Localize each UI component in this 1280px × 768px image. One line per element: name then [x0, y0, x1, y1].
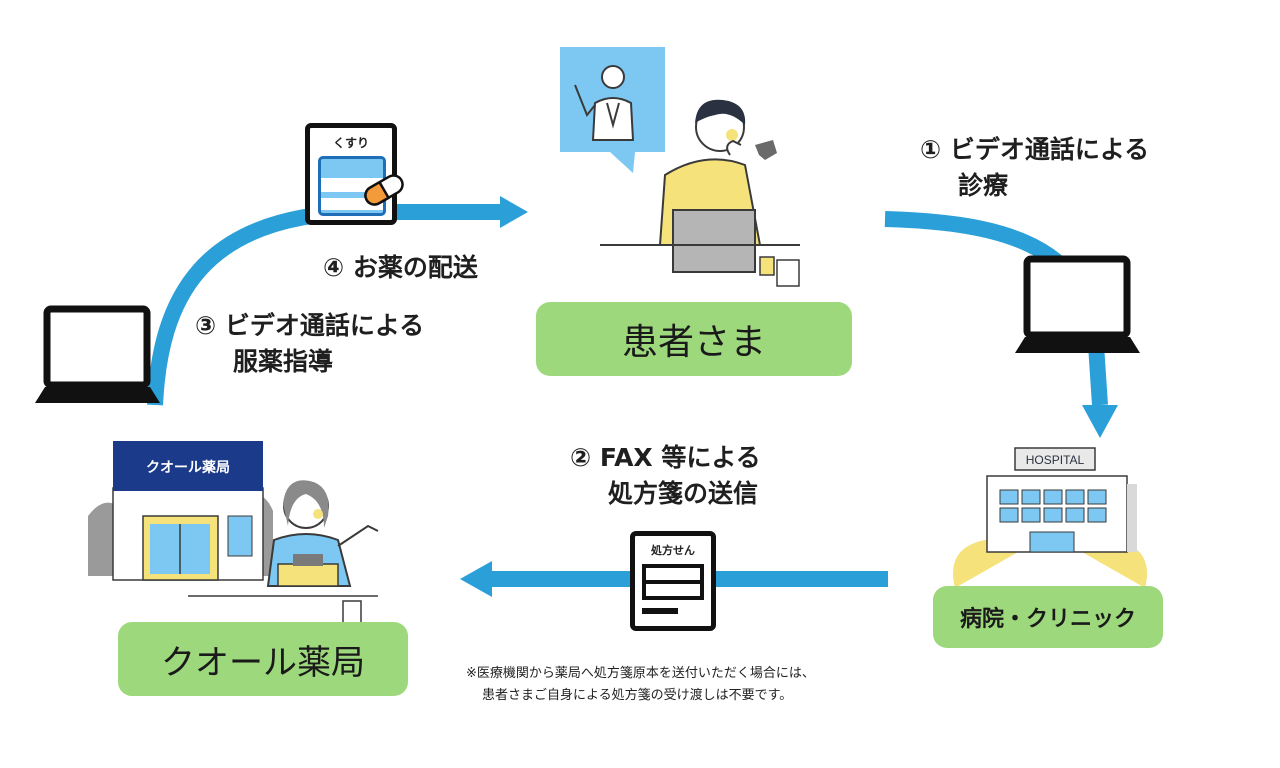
node-patient-label: 患者さま: [621, 322, 766, 363]
step4-text: ④ お薬の配送: [323, 253, 478, 282]
cough-mark: [755, 140, 777, 160]
patient-laptop: [672, 209, 756, 273]
prescription-card-label: 処方せん: [651, 544, 695, 557]
medicine-card-label: くすり: [332, 136, 369, 150]
pharmacy-signboard: [113, 441, 263, 491]
capsule-icon: [364, 174, 404, 206]
note: ※医療機関から薬局へ処方箋原本を送付いただく場合には、 患者さまご自身による処方…: [466, 666, 815, 703]
node-hospital: 病院・クリニック: [933, 586, 1163, 648]
arrow-step1-head: [1082, 405, 1118, 438]
step1-text: ① ビデオ通話による 診療: [920, 135, 1150, 200]
patient-illustration: [560, 47, 800, 287]
pharmacy-sign: クオール薬局: [146, 459, 230, 476]
laptop-left-icon: [35, 305, 160, 403]
hospital-building: HOSPITAL: [953, 447, 1147, 588]
node-hospital-label: 病院・クリニック: [959, 607, 1136, 632]
arrow-step2-head: [460, 561, 492, 597]
hospital-sign: HOSPITAL: [1026, 453, 1085, 467]
step3-text: ③ ビデオ通話による 服薬指導: [195, 311, 425, 376]
step2-text: ② FAX 等による 処方箋の送信: [570, 443, 761, 508]
node-pharmacy-label: クオール薬局: [161, 642, 365, 683]
arrow-step34-head: [500, 196, 528, 228]
node-patient: 患者さま: [536, 302, 852, 376]
prescription-card: 処方せん: [630, 531, 716, 631]
node-pharmacy: クオール薬局: [118, 622, 408, 696]
doctor-icon: [574, 65, 635, 141]
laptop-right-icon: [1015, 255, 1140, 353]
pharmacy-illustration: クオール薬局: [88, 441, 379, 624]
